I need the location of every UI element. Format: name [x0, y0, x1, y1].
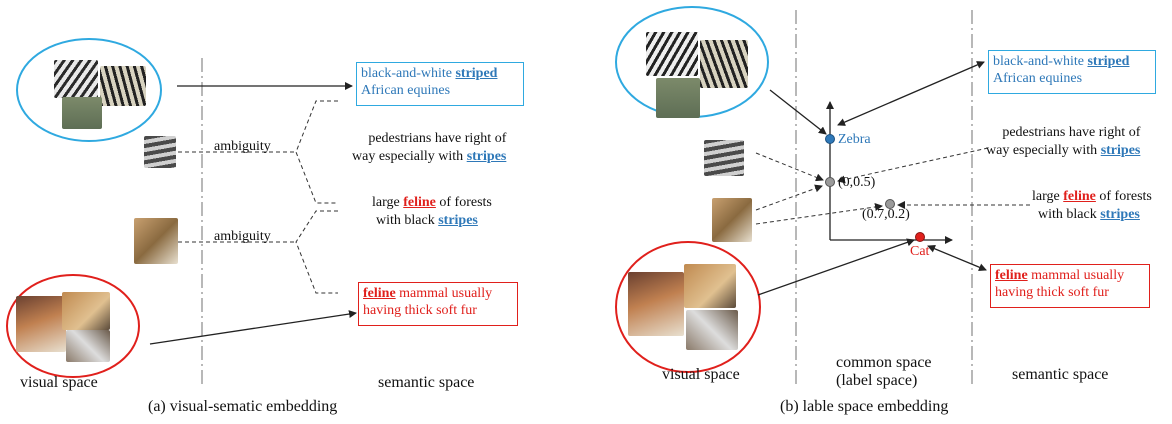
tiger-image	[134, 218, 178, 264]
crosswalk-pre2: way especially with	[352, 149, 467, 164]
zebra-text-arrow	[837, 61, 985, 126]
crosswalk-line1: pedestrians have right of	[368, 131, 507, 146]
cat-image-r1	[628, 272, 684, 336]
tiger-keyword-stripes-right: stripes	[1100, 207, 1140, 222]
tiger-description: large feline of forests with black strip…	[372, 194, 492, 230]
zebra-keyword: striped	[455, 66, 498, 81]
right-visual-space-label: visual space	[662, 366, 740, 383]
cat-text-post1: mammal usually	[395, 286, 493, 301]
zebra-text-line2: African equines	[361, 83, 451, 98]
tiger-image-arrow-1	[755, 184, 823, 211]
tiger-keyword-stripes: stripes	[438, 213, 478, 228]
common-space-label: common space	[836, 354, 932, 371]
cat-cluster-ellipse	[6, 274, 140, 378]
zebra-image-r3	[656, 78, 700, 118]
zebra-cluster-ellipse	[16, 38, 162, 142]
tiger-post1-right: of forests	[1095, 189, 1152, 204]
cat-image-r2	[684, 264, 736, 308]
tiger-keyword-feline-right: feline	[1063, 189, 1096, 204]
zebra-image-arrow	[769, 89, 827, 135]
cat-image-2	[62, 292, 110, 330]
cat-description-box: feline mammal usually having thick soft …	[358, 282, 518, 326]
right-semantic-space-label: semantic space	[1012, 366, 1109, 383]
cat-text-post1-right: mammal usually	[1027, 268, 1125, 283]
point-0-0.5	[825, 177, 835, 187]
zebra-image-2	[100, 66, 146, 106]
zebra-text-pre: black-and-white	[361, 66, 456, 81]
tiger-pre1: large	[372, 195, 404, 210]
tiger-pre1-right: large	[1032, 189, 1064, 204]
crosswalk-line1-right: pedestrians have right of	[1002, 125, 1141, 140]
tiger-pre2-right: with black	[1038, 207, 1101, 222]
zebra-point	[825, 134, 835, 144]
left-caption: (a) visual-sematic embedding	[148, 398, 338, 415]
cat-cluster-ellipse-right	[615, 241, 761, 373]
cat-point-label: Cat	[910, 244, 930, 259]
cat-text-arrow	[927, 244, 987, 272]
ambiguity-1-bracket	[295, 100, 338, 204]
tiger-keyword-feline: feline	[403, 195, 436, 210]
ambiguity-2-bracket	[295, 210, 338, 294]
crosswalk-keyword-right: stripes	[1100, 143, 1141, 158]
point-0-0.5-label: (0,0.5)	[838, 175, 876, 190]
cat-point	[915, 232, 925, 242]
cat-to-text-arrow	[149, 310, 357, 345]
zebra-keyword-right: striped	[1087, 54, 1130, 69]
tiger-image-arrow-2	[755, 203, 883, 225]
zebra-image-3	[62, 97, 102, 129]
label-space-label: (label space)	[836, 372, 918, 389]
crosswalk-description-right: pedestrians have right of way especially…	[986, 124, 1140, 160]
right-caption: (b) lable space embedding	[780, 398, 949, 415]
cat-image-arrow	[757, 238, 915, 296]
cat-image-r3	[686, 310, 738, 350]
cat-text-line2-right: having thick soft fur	[995, 285, 1109, 300]
cat-image-1	[16, 296, 66, 352]
zebra-description-box-right: black-and-white striped African equines	[988, 50, 1156, 94]
cat-description-box-right: feline mammal usually having thick soft …	[990, 264, 1150, 308]
zebra-image-r2	[700, 40, 748, 88]
crosswalk-description: pedestrians have right of way especially…	[352, 130, 506, 166]
cat-image-3	[66, 330, 110, 362]
crosswalk-text-arrow	[837, 147, 989, 184]
left-visual-space-label: visual space	[20, 374, 98, 391]
crosswalk-image	[144, 136, 176, 168]
crosswalk-pre2-right: way especially with	[986, 143, 1101, 158]
zebra-text-line2-right: African equines	[993, 71, 1083, 86]
point-0.7-0.2	[885, 199, 895, 209]
ambiguity-label-1: ambiguity	[214, 139, 271, 154]
tiger-description-right: large feline of forests with black strip…	[1032, 188, 1152, 224]
zebra-description-box: black-and-white striped African equines	[356, 62, 524, 106]
left-semantic-space-label: semantic space	[378, 374, 475, 391]
crosswalk-keyword: stripes	[466, 149, 507, 164]
cat-keyword-right: feline	[995, 268, 1028, 283]
zebra-image-1	[54, 60, 98, 98]
tiger-post1: of forests	[435, 195, 492, 210]
crosswalk-image-arrow	[755, 152, 824, 182]
crosswalk-image-right	[704, 140, 744, 176]
ambiguity-label-2: ambiguity	[214, 229, 271, 244]
point-0.7-0.2-label: (0.7,0.2)	[862, 207, 910, 222]
zebra-point-label: Zebra	[838, 132, 871, 147]
cat-keyword: feline	[363, 286, 396, 301]
tiger-image-right	[712, 198, 752, 242]
cat-text-line2: having thick soft fur	[363, 303, 477, 318]
tiger-pre2: with black	[376, 213, 439, 228]
zebra-image-r1	[646, 32, 698, 76]
zebra-text-pre-right: black-and-white	[993, 54, 1088, 69]
